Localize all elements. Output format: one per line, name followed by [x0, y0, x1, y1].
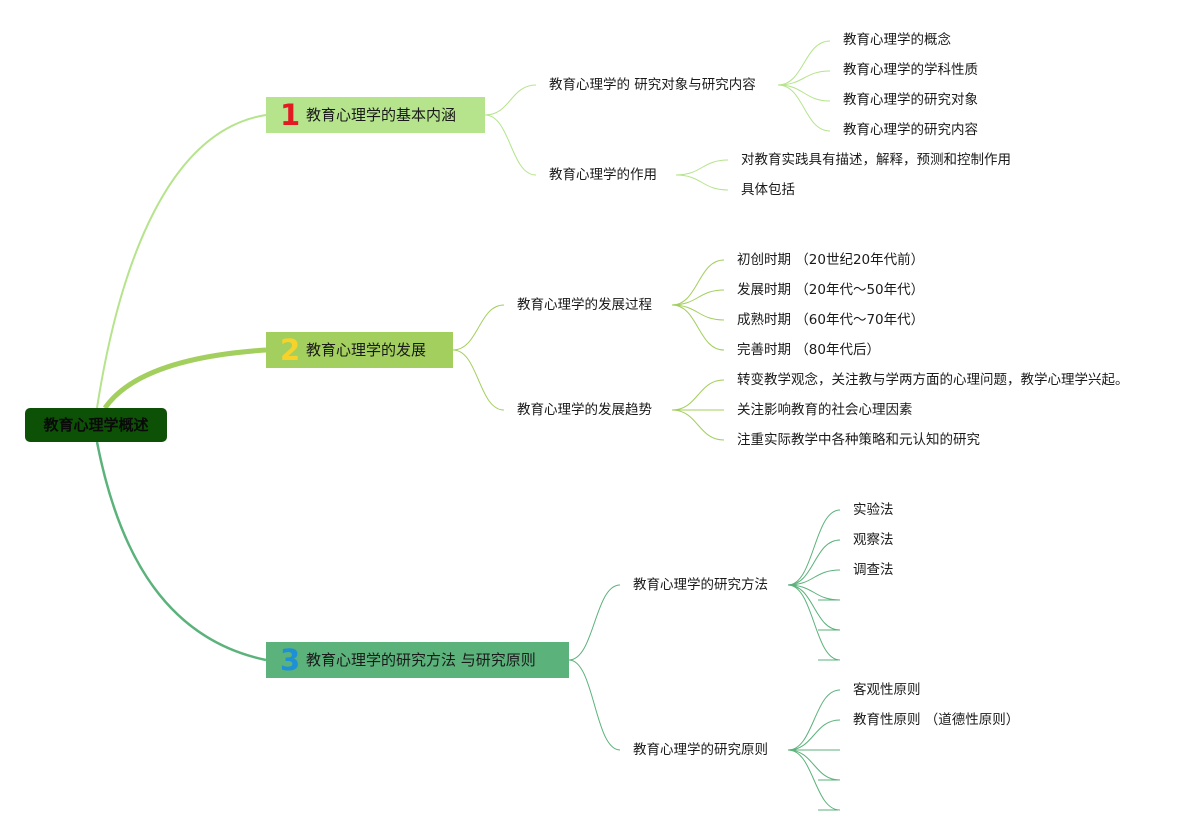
connector-line — [787, 569, 841, 586]
subtopic-node[interactable]: 教育心理学的 研究对象与研究内容 — [549, 77, 756, 93]
leaf-node[interactable]: 教育性原则 （道德性原则） — [853, 712, 1020, 728]
subtopic-node[interactable]: 教育心理学的作用 — [549, 167, 657, 183]
connector-line — [484, 84, 537, 116]
topic-number-badge: 2 — [280, 333, 301, 367]
connector-line — [777, 84, 831, 102]
subtopic-node[interactable]: 教育心理学的发展过程 — [517, 297, 652, 313]
topic-number-badge: 3 — [280, 643, 301, 677]
topic-research-methods[interactable]: 3 教育心理学的研究方法 与研究原则 — [266, 642, 569, 678]
subtopic-node[interactable]: 教育心理学的研究原则 — [633, 742, 768, 758]
topic-label: 教育心理学的基本内涵 — [306, 105, 457, 124]
leaf-node[interactable]: 观察法 — [853, 532, 894, 548]
leaf-node[interactable]: 教育心理学的研究内容 — [843, 122, 978, 138]
topic-label: 教育心理学的研究方法 与研究原则 — [306, 650, 536, 669]
root-label: 教育心理学概述 — [43, 415, 149, 434]
leaf-node[interactable]: 实验法 — [853, 502, 894, 518]
leaf-node[interactable]: 对教育实践具有描述，解释，预测和控制作用 — [741, 152, 1011, 168]
connector-line — [568, 659, 621, 751]
connector-line — [671, 379, 725, 411]
connector-line — [787, 584, 841, 631]
connector-line — [777, 40, 831, 86]
connector-line — [787, 584, 841, 661]
root-connector — [95, 441, 267, 662]
connector-line — [787, 539, 841, 586]
root-connector — [102, 347, 267, 410]
connector-line — [787, 749, 841, 781]
leaf-node[interactable]: 成熟时期 （60年代～70年代） — [737, 312, 925, 328]
leaf-node[interactable]: 教育心理学的学科性质 — [843, 62, 978, 78]
subtopic-node[interactable]: 教育心理学的研究方法 — [633, 577, 768, 593]
topic-label: 教育心理学的发展 — [306, 340, 427, 359]
root-connector — [96, 114, 267, 409]
connector-line — [452, 349, 505, 411]
root-node[interactable]: 教育心理学概述 — [25, 408, 167, 442]
connector-line — [568, 584, 621, 661]
leaf-node[interactable]: 初创时期 （20世纪20年代前） — [737, 252, 925, 268]
connector-line — [671, 259, 725, 306]
connector-line — [787, 719, 841, 751]
leaf-node[interactable]: 调查法 — [853, 562, 894, 578]
connector-line — [671, 289, 725, 306]
connector-line — [787, 509, 841, 586]
leaf-node[interactable]: 发展时期 （20年代～50年代） — [737, 282, 925, 298]
connector-line — [787, 689, 841, 751]
connector-line — [671, 409, 725, 441]
connector-line — [777, 84, 831, 132]
leaf-node[interactable]: 教育心理学的研究对象 — [843, 92, 978, 108]
topic-development[interactable]: 2 教育心理学的发展 — [266, 332, 453, 368]
subtopic-node[interactable]: 教育心理学的发展趋势 — [517, 402, 652, 418]
leaf-node[interactable]: 教育心理学的概念 — [843, 32, 951, 48]
connector-line — [777, 70, 831, 86]
leaf-node[interactable]: 转变教学观念，关注教与学两方面的心理问题，教学心理学兴起。 — [737, 372, 1129, 388]
topic-basic-connotation[interactable]: 1 教育心理学的基本内涵 — [266, 97, 485, 133]
leaf-node[interactable]: 注重实际教学中各种策略和元认知的研究 — [737, 432, 980, 448]
connector-line — [675, 159, 729, 176]
connector-line — [675, 174, 729, 191]
connector-line — [484, 114, 537, 176]
leaf-node[interactable]: 客观性原则 — [853, 682, 921, 698]
connector-line — [671, 304, 725, 351]
leaf-node[interactable]: 具体包括 — [741, 182, 795, 198]
leaf-node[interactable]: 关注影响教育的社会心理因素 — [737, 402, 913, 418]
leaf-node[interactable]: 完善时期 （80年代后） — [737, 342, 880, 358]
connector-line — [787, 749, 841, 811]
connector-line — [671, 304, 725, 321]
connector-line — [452, 304, 505, 351]
topic-number-badge: 1 — [280, 98, 301, 132]
